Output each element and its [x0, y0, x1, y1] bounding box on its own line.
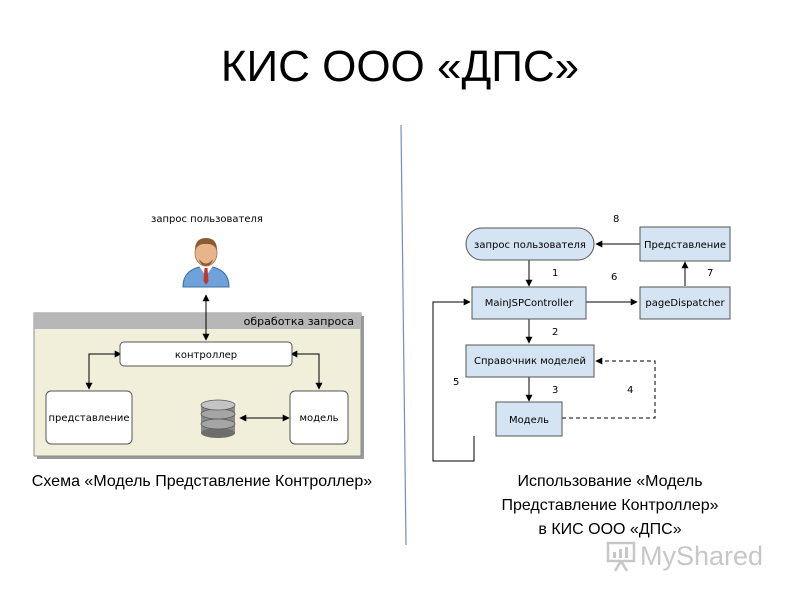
- step-number: 6: [611, 272, 617, 283]
- watermark: MyShared: [606, 540, 763, 572]
- left-caption: Схема «Модель Представление Контроллер»: [31, 473, 373, 490]
- model-directory-node: [465, 344, 595, 378]
- right-caption: Использование «Модель Представление Конт…: [440, 470, 780, 542]
- step-number: 3: [552, 385, 558, 396]
- page-dispatcher-node-label: pageDispatcher: [645, 298, 725, 309]
- step-number: 7: [707, 268, 713, 279]
- arrow-step-5: [432, 298, 475, 462]
- model-label: модель: [299, 413, 338, 424]
- view-node-label: Представление: [644, 240, 726, 251]
- view-label: представление: [48, 413, 129, 424]
- presentation-icon: [606, 541, 636, 572]
- controller-label: контроллер: [175, 350, 237, 361]
- user-request-node: [465, 227, 595, 261]
- step-number: 5: [453, 377, 459, 388]
- page-dispatcher-node: [639, 286, 731, 320]
- slide-title: КИС ООО «ДПС»: [220, 42, 580, 91]
- controller-box: [119, 341, 293, 367]
- user-avatar-icon: [182, 238, 230, 288]
- panel-label: обработка запроса: [244, 315, 354, 328]
- main-controller-node: [471, 286, 587, 320]
- database-icon: [200, 399, 236, 438]
- step-number: 8: [613, 214, 619, 225]
- right-caption-line: в КИС ООО «ДПС»: [538, 521, 682, 538]
- view-box: [45, 390, 133, 445]
- watermark-text: MyShared: [640, 540, 764, 571]
- step-number: 4: [627, 385, 633, 396]
- user-request-label: запрос пользователя: [151, 214, 263, 225]
- user-request-node-label: запрос пользователя: [474, 240, 586, 251]
- main-controller-node-label: MainJSPController: [485, 298, 574, 309]
- model-box: [289, 390, 349, 445]
- right-caption-line: Использование «Модель: [517, 473, 703, 490]
- right-caption-line: Представление Контроллер»: [501, 497, 719, 514]
- model-node-label: Модель: [509, 415, 549, 426]
- model-node: [495, 401, 563, 437]
- arrow-controller-model: [290, 350, 323, 390]
- arrow-controller-view: [85, 350, 122, 390]
- model-directory-node-label: Справочник моделей: [474, 356, 586, 367]
- step-number: 2: [552, 327, 558, 338]
- arrow-step-4: [562, 357, 656, 419]
- step-number: 1: [552, 268, 558, 279]
- view-node: [639, 226, 731, 262]
- divider-line: [400, 124, 407, 546]
